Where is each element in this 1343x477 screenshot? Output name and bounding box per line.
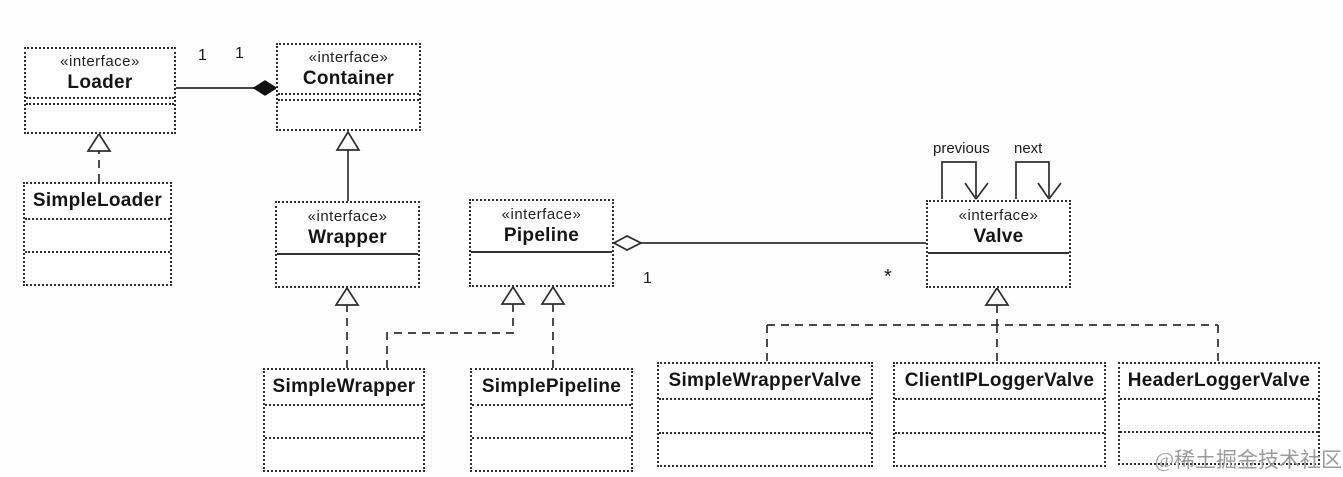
- class-wrapper[interactable]: «interface» Wrapper: [275, 201, 420, 288]
- class-clientiploggervalve[interactable]: ClientIPLoggerValve: [893, 362, 1106, 467]
- class-name: Wrapper: [308, 226, 387, 248]
- multiplicity-pipeline-label: 1: [643, 270, 652, 287]
- class-name: ClientIPLoggerValve: [904, 370, 1095, 392]
- class-name: Valve: [973, 225, 1024, 247]
- class-name: SimpleWrapper: [272, 376, 416, 398]
- class-simpleloader[interactable]: SimpleLoader: [23, 182, 172, 286]
- realization-triangle-pipeline-left-icon: [500, 285, 526, 305]
- stereotype-label: «interface»: [958, 207, 1039, 225]
- operations-compartment: [265, 439, 423, 470]
- attributes-compartment: [472, 406, 631, 439]
- class-name: Container: [302, 67, 395, 89]
- class-container[interactable]: «interface» Container: [276, 43, 421, 131]
- operations-compartment: [26, 105, 174, 132]
- multiplicity-valve-label: *: [884, 266, 892, 288]
- class-name: Pipeline: [503, 224, 580, 246]
- class-name: HeaderLoggerValve: [1127, 370, 1311, 392]
- class-simplepipeline-title: SimplePipeline: [472, 370, 631, 406]
- attributes-compartment: [659, 400, 871, 434]
- stereotype-label: «interface»: [501, 206, 582, 224]
- operations-compartment: [278, 101, 419, 129]
- realization-triangle-pipeline-right-icon: [540, 285, 566, 305]
- generalization-triangle-icon: [335, 130, 361, 151]
- class-loader[interactable]: «interface» Loader: [24, 47, 176, 134]
- class-valve[interactable]: «interface» Valve: [926, 200, 1071, 288]
- realization-triangle-valve-icon: [984, 286, 1010, 306]
- attributes-compartment: [25, 220, 170, 253]
- role-next-label: next: [1014, 140, 1043, 157]
- operations-compartment: [471, 253, 612, 285]
- realization-simplewrapper-pipeline-line: [386, 304, 514, 368]
- class-valve-title: «interface» Valve: [928, 202, 1069, 254]
- attributes-compartment: [265, 406, 423, 439]
- valve-previous-arrow-icon: [964, 182, 989, 200]
- class-name: SimplePipeline: [481, 376, 622, 398]
- operations-compartment: [277, 255, 418, 286]
- composition-filled-diamond-icon: [252, 80, 278, 96]
- realization-triangle-wrapper-icon: [334, 286, 360, 306]
- stereotype-label: «interface»: [307, 208, 388, 226]
- stereotype-label: «interface»: [308, 49, 389, 67]
- class-name: SimpleWrapperValve: [668, 370, 862, 392]
- attributes-compartment: [278, 95, 419, 101]
- class-simplewrappervalve-title: SimpleWrapperValve: [659, 364, 871, 400]
- multiplicity-loader-label: 1: [198, 47, 207, 64]
- valve-self-loop-previous-line: [941, 161, 977, 199]
- operations-compartment: [659, 434, 871, 466]
- valve-self-loop-next-line: [1015, 161, 1050, 199]
- operations-compartment: [472, 439, 631, 470]
- class-name: Loader: [67, 71, 133, 93]
- class-headerloggervalve-title: HeaderLoggerValve: [1120, 364, 1318, 400]
- attributes-compartment: [895, 400, 1104, 434]
- class-name: SimpleLoader: [32, 190, 163, 212]
- class-clientiploggervalve-title: ClientIPLoggerValve: [895, 364, 1104, 400]
- realization-triangle-loader-icon: [86, 132, 112, 152]
- class-pipeline[interactable]: «interface» Pipeline: [469, 199, 614, 287]
- class-simplewrapper[interactable]: SimpleWrapper: [263, 368, 425, 472]
- class-simpleloader-title: SimpleLoader: [25, 184, 170, 220]
- class-simplewrapper-title: SimpleWrapper: [265, 370, 423, 406]
- valve-next-arrow-icon: [1037, 182, 1062, 200]
- attributes-compartment: [1120, 400, 1318, 433]
- stereotype-label: «interface»: [60, 53, 140, 71]
- attributes-compartment: [26, 99, 174, 105]
- class-simplepipeline[interactable]: SimplePipeline: [470, 368, 633, 472]
- aggregation-hollow-diamond-icon: [612, 235, 643, 251]
- class-wrapper-title: «interface» Wrapper: [277, 203, 418, 255]
- role-previous-label: previous: [933, 140, 990, 157]
- watermark-label: @稀土掘金技术社区: [1154, 448, 1342, 472]
- operations-compartment: [928, 254, 1069, 286]
- class-loader-title: «interface» Loader: [26, 49, 174, 99]
- class-headerloggervalve[interactable]: HeaderLoggerValve: [1118, 362, 1320, 465]
- class-container-title: «interface» Container: [278, 45, 419, 95]
- multiplicity-container-label: 1: [235, 45, 244, 62]
- class-pipeline-title: «interface» Pipeline: [471, 201, 612, 253]
- class-simplewrappervalve[interactable]: SimpleWrapperValve: [657, 362, 873, 467]
- operations-compartment: [25, 253, 170, 284]
- operations-compartment: [895, 434, 1104, 466]
